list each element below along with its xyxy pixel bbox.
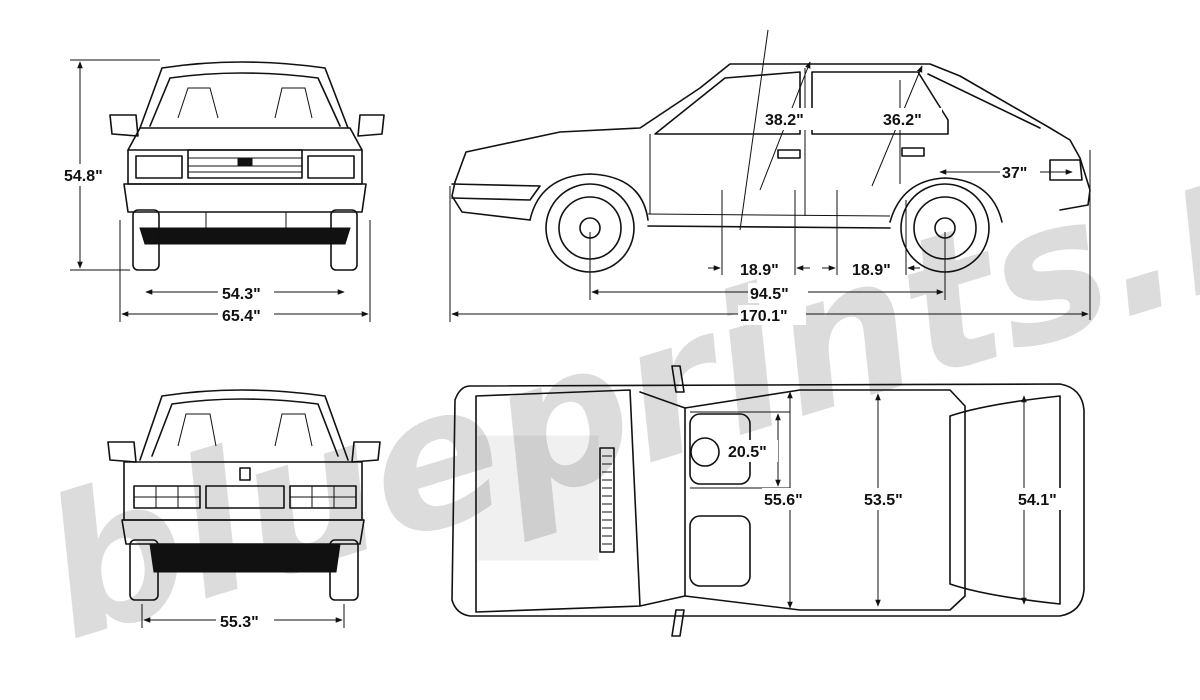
front-height-label: 54.8"	[64, 168, 103, 185]
cargo-width-label: 54.1"	[1018, 492, 1057, 509]
side-view: 38.2" 36.2" 18.9" 18.9" 37" 94.5" 170.1"	[449, 29, 1091, 325]
watermark-text: blueprints.ru	[19, 62, 1200, 683]
front-width-label: 65.4"	[222, 308, 261, 325]
front-track-label: 54.3"	[222, 286, 261, 303]
front-headroom-label: 38.2"	[765, 112, 804, 129]
rear-overhang-label: 37"	[1002, 165, 1027, 182]
length-label: 170.1"	[740, 308, 788, 325]
rear-track-label: 55.3"	[220, 614, 259, 631]
front-shoulder-label: 55.6"	[764, 492, 803, 509]
seat-depth-label: 20.5"	[728, 444, 767, 461]
watermark: blueprints.ru	[19, 62, 1200, 683]
rear-view: 55.3"	[107, 389, 381, 631]
rear-headroom-label: 36.2"	[883, 112, 922, 129]
wheelbase-label: 94.5"	[750, 286, 789, 303]
rear-legroom-label: 18.9"	[852, 262, 891, 279]
front-view: 54.8" 54.3" 65.4"	[62, 59, 385, 325]
top-view: 20.5" 55.6" 53.5" 54.1"	[451, 365, 1085, 637]
rear-shoulder-label: 53.5"	[864, 492, 903, 509]
front-legroom-label: 18.9"	[740, 262, 779, 279]
